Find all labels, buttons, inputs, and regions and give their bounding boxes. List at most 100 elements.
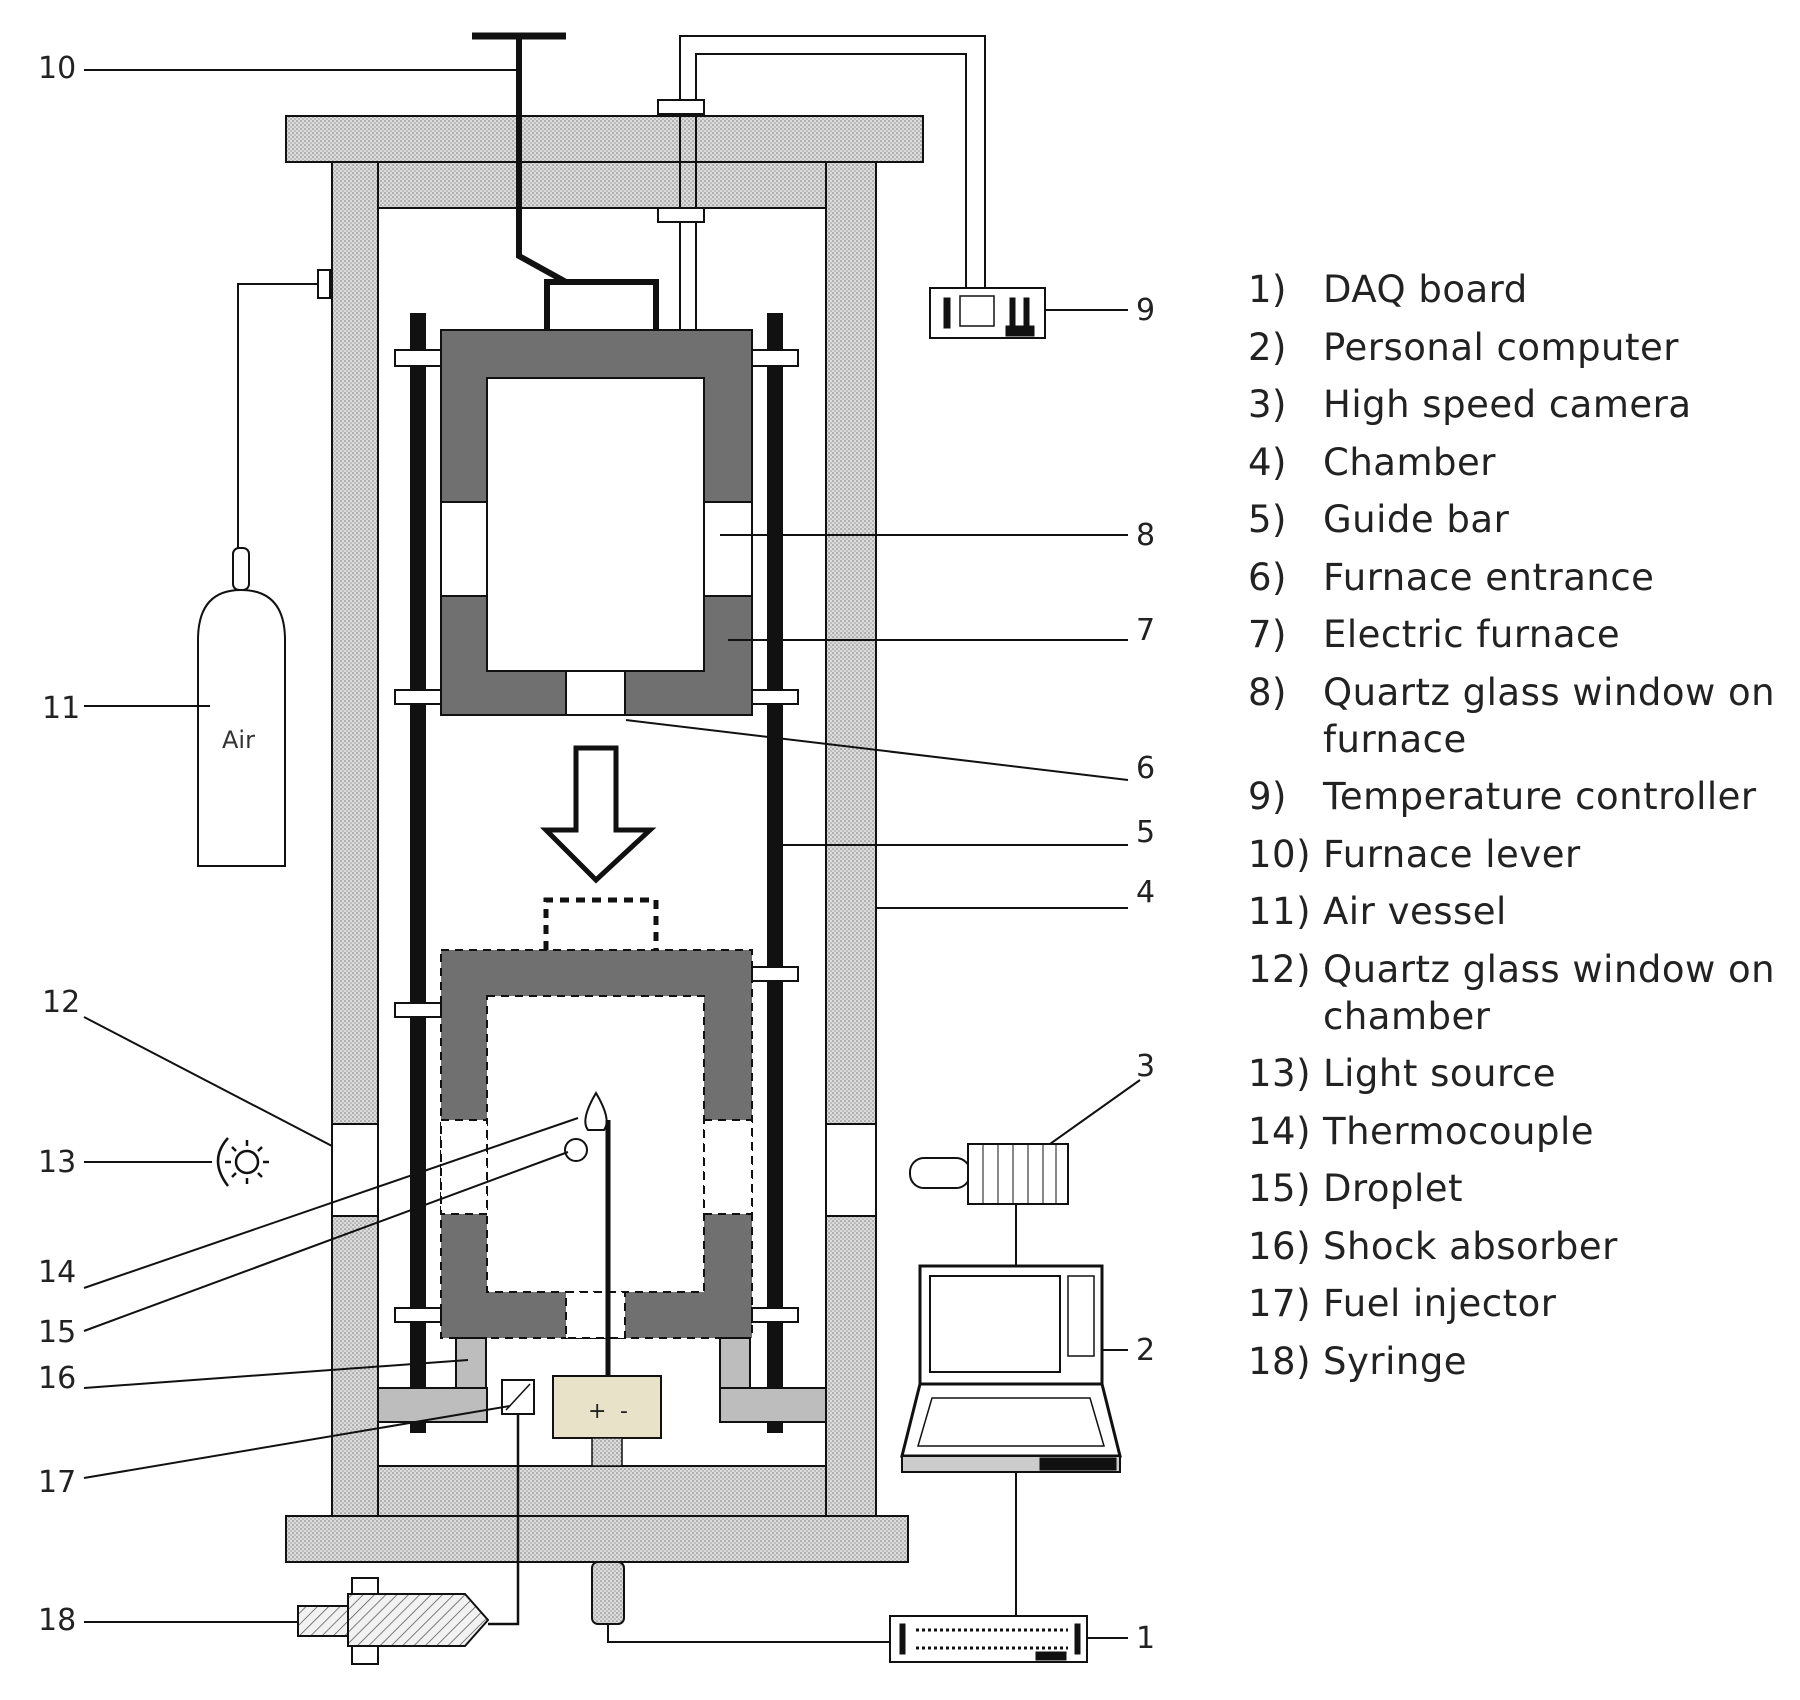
air-vessel [197,269,331,867]
legend-number: 11) [1248,890,1312,933]
furnace-window-right [703,501,753,597]
base-plate-right [719,1387,827,1423]
legend-item: 3) High speed camera [1248,381,1788,428]
callout-10: 10 [38,51,76,86]
legend-number: 6) [1248,555,1287,599]
legend-number: 9) [1248,775,1287,818]
legend-number: 10) [1248,832,1312,876]
legend-item: 1)DAQ board [1248,266,1788,313]
legend-label: Fuel injector [1323,1282,1557,1325]
base-plate-left [377,1387,488,1423]
legend-item: 11)Air vessel [1248,888,1788,935]
electric-furnace-upper [394,329,799,716]
legend-label: Furnace entrance [1323,555,1655,599]
legend-label: Quartz glass window on furnace [1323,670,1776,761]
air-vessel-label: Air [222,726,255,754]
callout-2: 2 [1136,1333,1155,1368]
light-source-icon [216,1137,269,1187]
legend-number: 16) [1248,1224,1312,1268]
chamber-top-inner-band [377,161,827,209]
callout-16: 16 [38,1361,76,1396]
legend-number: 8) [1248,670,1287,714]
legend-item: 17) Fuel injector [1248,1280,1788,1327]
callout-11: 11 [42,691,80,726]
callout-3: 3 [1136,1049,1155,1084]
callout-4: 4 [1136,875,1155,910]
legend-label: DAQ board [1323,268,1528,311]
callout-5: 5 [1136,815,1155,850]
legend-item: 2) Personal computer [1248,324,1788,371]
chamber-bottom-inner-band [377,1465,827,1517]
callout-6: 6 [1136,751,1155,786]
injector-plus-sign: + [588,1399,606,1424]
chamber-window-right [825,1123,877,1217]
legend-number: 3) [1248,383,1287,426]
furnace-window-left [440,501,488,597]
legend-number: 17) [1248,1282,1312,1325]
electric-furnace-lower [394,897,799,1339]
legend-item: 12)Quartz glass window on chamber [1248,946,1788,1040]
legend-label: Furnace lever [1323,832,1581,876]
legend-label: High speed camera [1323,383,1692,426]
guide-bar-left [410,313,426,1433]
legend-label: Personal computer [1323,325,1679,369]
legend-label: Temperature controller [1323,775,1757,818]
legend-label: Electric furnace [1323,613,1621,656]
down-arrow-icon [539,745,657,884]
legend-item: 14)Thermocouple [1248,1108,1788,1155]
chamber-right-wall-lower [825,1215,877,1517]
temperature-controller [929,287,1046,339]
syringe [297,1577,490,1665]
chamber [285,115,924,1563]
shock-absorber-right [719,1337,751,1389]
callout-7: 7 [1136,613,1155,648]
legend-item: 8) Quartz glass window on furnace [1248,669,1788,763]
legend-label: Quartz glass window on chamber [1323,947,1776,1038]
callout-1: 1 [1136,1621,1155,1656]
injector-minus-sign: - [620,1399,628,1424]
callout-13: 13 [38,1145,76,1180]
high-speed-camera [909,1143,1069,1205]
legend-item: 16)Shock absorber [1248,1223,1788,1270]
shock-absorber-left [455,1337,487,1389]
legend-label: Syringe [1323,1339,1468,1383]
callout-17: 17 [38,1465,76,1500]
furnace-lever [472,32,659,330]
leader-lines [83,69,1141,1639]
legend-label: Chamber [1323,440,1496,484]
legend-item: 5)Guide bar [1248,496,1788,543]
legend-number: 12) [1248,947,1312,991]
legend-item: 7) Electric furnace [1248,611,1788,658]
callout-18: 18 [38,1603,76,1638]
bottom-feedthrough [591,1561,625,1625]
legend-number: 15) [1248,1167,1312,1210]
legend-number: 18) [1248,1339,1312,1383]
legend-number: 2) [1248,325,1287,369]
legend-label: Guide bar [1323,498,1510,541]
fuel-line [488,1414,520,1626]
callout-9: 9 [1136,293,1155,328]
legend-number: 7) [1248,613,1287,656]
legend-item: 6) Furnace entrance [1248,554,1788,601]
component-legend: 1)DAQ board 2) Personal computer 3) High s… [1248,266,1788,1395]
chamber-window-left [331,1123,379,1217]
legend-number: 14) [1248,1109,1312,1153]
legend-item: 10)Furnace lever [1248,831,1788,878]
thermocouple [584,1091,611,1380]
legend-number: 4) [1248,440,1287,484]
guide-bar-right [767,313,783,1433]
legend-label: Droplet [1323,1167,1464,1210]
legend-label: Thermocouple [1323,1109,1595,1153]
callout-12: 12 [42,985,80,1020]
chamber-left-wall-lower [331,1215,379,1517]
legend-label: Light source [1323,1052,1556,1095]
chamber-right-wall-upper [825,161,877,1125]
callout-14: 14 [38,1255,76,1290]
daq-board [889,1615,1088,1663]
chamber-bottom-plate [285,1515,909,1563]
personal-computer [900,1264,1122,1473]
temperature-conduit [657,35,986,330]
legend-item: 9) Temperature controller [1248,773,1788,820]
